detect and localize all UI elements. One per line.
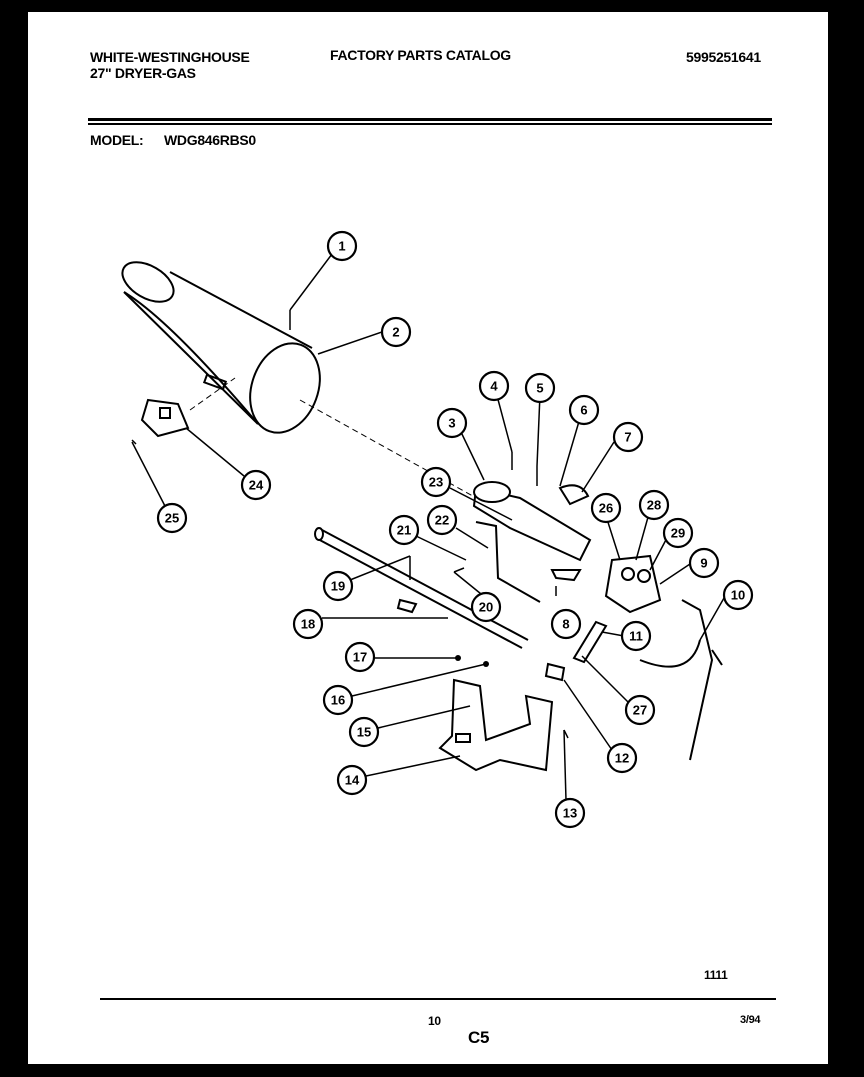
callout-label: 13 [563, 806, 577, 821]
callout-label: 15 [357, 725, 371, 740]
callout-22: 22 [426, 504, 458, 536]
callout-19: 19 [322, 570, 354, 602]
callout-9: 9 [688, 547, 720, 579]
callout-3: 3 [436, 407, 468, 439]
callout-label: 21 [397, 523, 411, 538]
catalog-title: FACTORY PARTS CATALOG [330, 47, 511, 63]
callout-label: 25 [165, 511, 179, 526]
page-number: 10 [428, 1014, 441, 1028]
leader-lines [131, 253, 725, 801]
callout-label: 6 [580, 403, 587, 418]
callout-label: 14 [345, 773, 360, 788]
callout-24: 24 [240, 469, 272, 501]
callout-label: 27 [633, 703, 647, 718]
callout-26: 26 [590, 492, 622, 524]
callout-10: 10 [722, 579, 754, 611]
callout-23: 23 [420, 466, 452, 498]
callout-label: 24 [249, 478, 264, 493]
callout-5: 5 [524, 372, 556, 404]
callout-4: 4 [478, 370, 510, 402]
callout-29: 29 [662, 517, 694, 549]
gas-valve [604, 554, 662, 614]
callout-21: 21 [388, 514, 420, 546]
callout-label: 23 [429, 475, 443, 490]
callout-label: 3 [448, 416, 455, 431]
callout-16: 16 [322, 684, 354, 716]
product-title: 27" DRYER-GAS [90, 65, 196, 81]
callout-1: 1 [326, 230, 358, 262]
callout-label: 29 [671, 526, 685, 541]
callout-25: 25 [156, 502, 188, 534]
callout-11: 11 [620, 620, 652, 652]
wire-harness [639, 599, 723, 761]
callout-6: 6 [568, 394, 600, 426]
callout-label: 8 [562, 617, 569, 632]
model-label: MODEL: [90, 132, 144, 148]
callout-label: 28 [647, 498, 661, 513]
callout-label: 26 [599, 501, 613, 516]
callout-label: 7 [624, 430, 631, 445]
model-number: WDG846RBS0 [164, 132, 256, 148]
callout-2: 2 [380, 316, 412, 348]
callout-label: 2 [392, 325, 399, 340]
callout-label: 19 [331, 579, 345, 594]
catalog-number: 5995251641 [686, 49, 761, 65]
callout-17: 17 [344, 641, 376, 673]
figure-code: 1111 [704, 968, 728, 982]
callout-label: 12 [615, 751, 629, 766]
callout-label: 17 [353, 650, 367, 665]
valve-coil [544, 662, 566, 682]
callout-label: 22 [435, 513, 449, 528]
date-code: 3/94 [740, 1014, 761, 1026]
dryer-drum [121, 261, 321, 434]
callout-label: 4 [490, 379, 498, 394]
callout-12: 12 [606, 742, 638, 774]
sensor-bracket [131, 398, 190, 445]
burner-tube [314, 527, 529, 649]
brand-title: WHITE-WESTINGHOUSE [90, 49, 250, 65]
callout-label: 18 [301, 617, 315, 632]
footer-rule [100, 998, 776, 1000]
igniter [572, 620, 608, 664]
section-code: C5 [468, 1028, 490, 1047]
callout-label: 1 [338, 239, 345, 254]
callout-13: 13 [554, 797, 586, 829]
callout-label: 16 [331, 693, 345, 708]
callout-18: 18 [292, 608, 324, 640]
callout-label: 10 [731, 588, 745, 603]
callout-label: 9 [700, 556, 707, 571]
catalog-page: WHITE-WESTINGHOUSE 27" DRYER-GAS FACTORY… [28, 12, 828, 1064]
callout-label: 5 [536, 381, 543, 396]
callout-28: 28 [638, 489, 670, 521]
header-rule-top [88, 118, 772, 121]
callout-label: 20 [479, 600, 493, 615]
callout-8: 8 [550, 608, 582, 640]
callout-27: 27 [624, 694, 656, 726]
bracket [409, 521, 541, 603]
callout-14: 14 [336, 764, 368, 796]
header-rule-bottom [88, 123, 772, 125]
callout-20: 20 [470, 591, 502, 623]
callout-label: 11 [629, 629, 643, 644]
burner-assembly [472, 452, 592, 596]
callout-15: 15 [348, 716, 380, 748]
callout-7: 7 [612, 421, 644, 453]
